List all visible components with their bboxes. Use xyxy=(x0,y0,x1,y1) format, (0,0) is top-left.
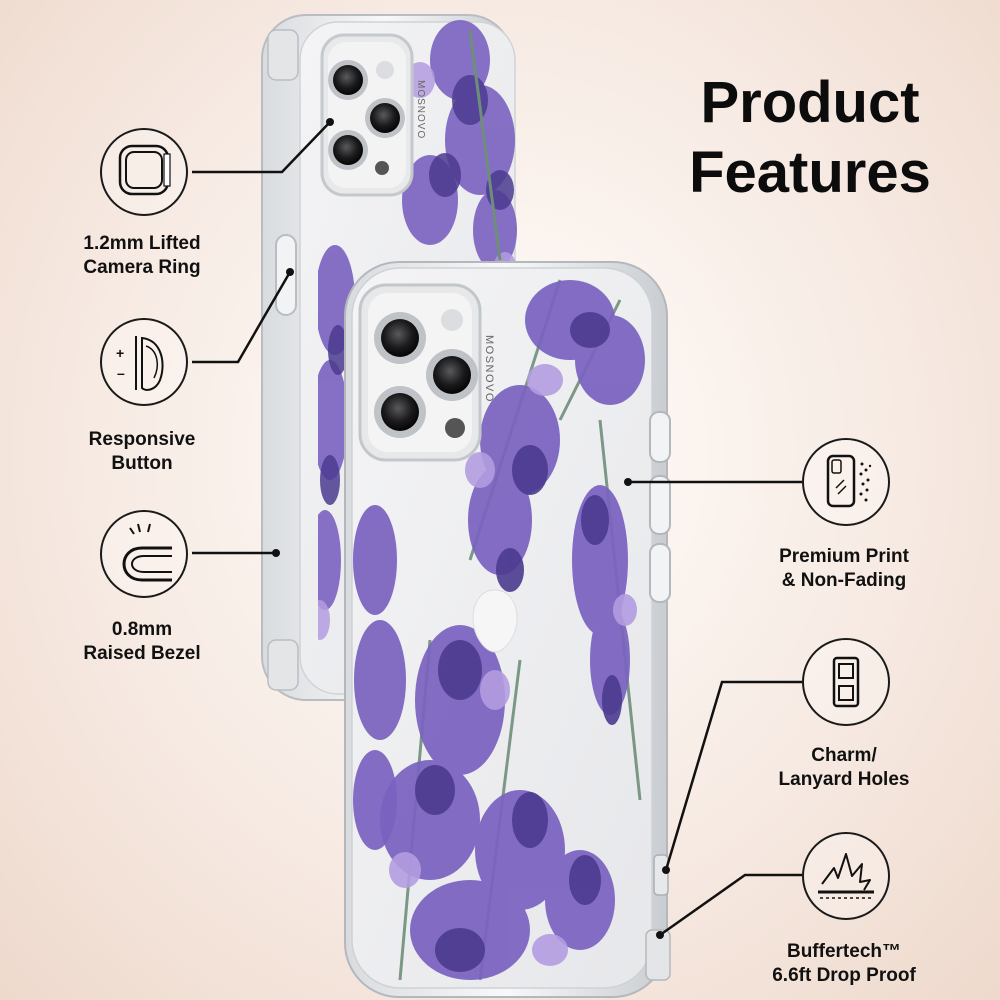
premium-print-icon xyxy=(826,454,872,508)
responsive-button-icon: + – xyxy=(116,336,164,391)
raised-bezel-icon xyxy=(122,523,172,582)
feature-lanyard-holes xyxy=(802,638,890,726)
feature-label-premium-print: Premium Print & Non-Fading xyxy=(779,546,909,591)
brand-text: MOSNOVO xyxy=(483,335,495,403)
feature-label-raised-bezel: 0.8mm Raised Bezel xyxy=(83,619,201,664)
feature-camera-ring xyxy=(100,128,188,216)
svg-text:MOSNOVO: MOSNOVO xyxy=(415,80,426,139)
back-lavender-print xyxy=(318,20,517,640)
title-line-2: Features xyxy=(689,140,931,205)
page-title: Product Features xyxy=(660,68,960,208)
svg-text:–: – xyxy=(117,365,125,381)
feature-label-camera-ring: 1.2mm Lifted Camera Ring xyxy=(83,233,201,278)
feature-drop-proof xyxy=(802,832,890,920)
svg-text:+: + xyxy=(116,345,124,361)
feature-responsive-button: + – xyxy=(100,318,188,406)
feature-premium-print xyxy=(802,438,890,526)
feature-raised-bezel xyxy=(100,510,188,598)
front-phone: MOSNOVO xyxy=(344,261,671,998)
front-lavender-print xyxy=(353,279,645,981)
drop-proof-icon xyxy=(818,853,874,899)
feature-label-drop-proof: Buffertech™ 6.6ft Drop Proof xyxy=(772,941,916,986)
lanyard-holes-icon xyxy=(832,656,860,708)
feature-label-lanyard-holes: Charm/ Lanyard Holes xyxy=(778,745,910,790)
feature-label-responsive-button: Responsive Button xyxy=(88,429,196,474)
camera-ring-icon xyxy=(118,144,171,196)
title-line-1: Product xyxy=(700,70,920,135)
